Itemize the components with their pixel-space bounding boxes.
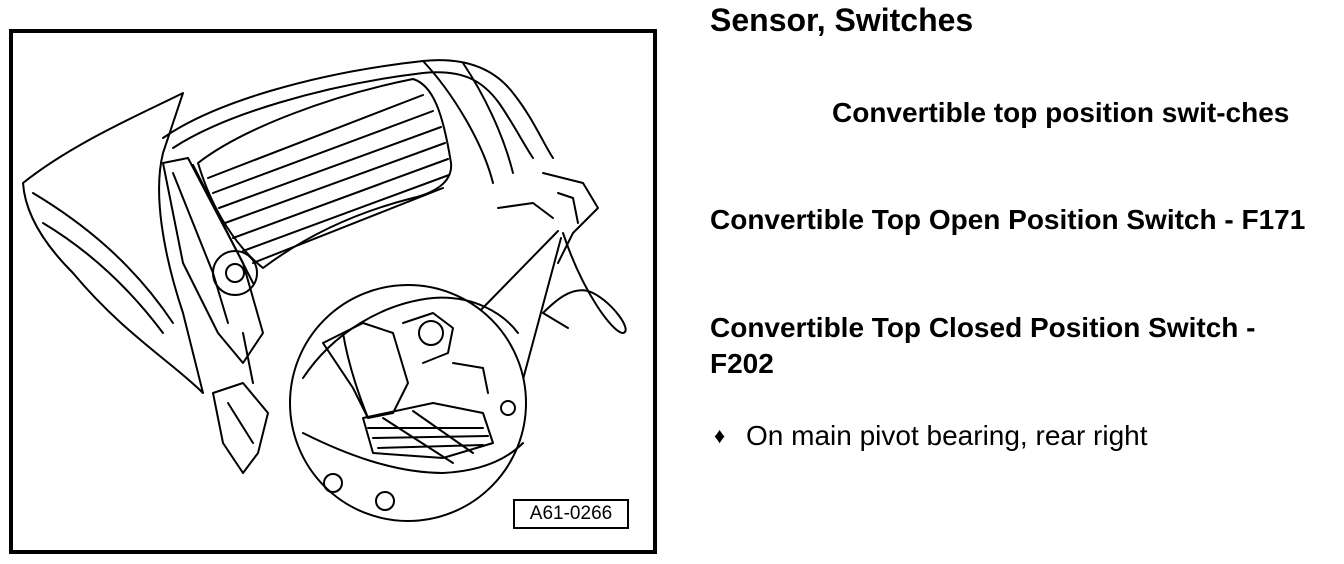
roof-frame — [162, 59, 554, 159]
car-body-outline — [22, 92, 204, 394]
pivot-mechanism-left — [162, 157, 264, 364]
rear-window — [197, 78, 453, 269]
convertible-top-illustration — [22, 59, 627, 522]
illustration-frame: A61-0266 — [9, 29, 657, 554]
switch-cable — [542, 232, 627, 334]
figure-reference-label: A61-0266 — [513, 499, 629, 529]
sub-heading: Convertible top position swit-ches — [832, 97, 1290, 128]
detail-inset-circle — [289, 284, 527, 522]
section-heading: Sensor, Switches — [710, 2, 974, 38]
item-closed-position-switch: Convertible Top Closed Position Switch -… — [710, 312, 1256, 379]
bullet-diamond-icon: ♦ — [714, 423, 726, 448]
item-open-position-switch: Convertible Top Open Position Switch - F… — [710, 204, 1306, 235]
location-bullet: ♦ On main pivot bearing, rear right — [714, 418, 1148, 454]
location-text: On main pivot bearing, rear right — [746, 420, 1148, 451]
